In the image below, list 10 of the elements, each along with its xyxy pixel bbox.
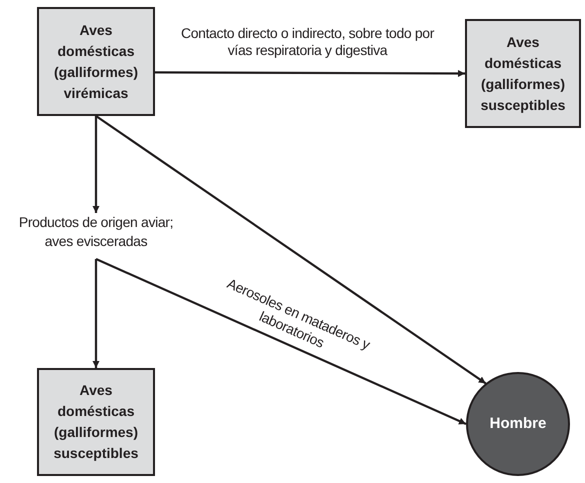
arrow (96, 258, 466, 425)
process-box: Aves domésticas (galliformes) virémicas (37, 7, 155, 116)
arrow (95, 115, 486, 384)
arrow (92, 116, 100, 213)
arrow (92, 259, 100, 368)
process-box: Aves domésticas (galliformes) susceptibles (37, 368, 155, 476)
process-box: Aves domésticas (galliformes) susceptibles (465, 19, 581, 128)
edge-label: Contacto directo o indirecto, sobre todo por vías respiratoria y digestiva (180, 25, 436, 59)
arrow (155, 70, 465, 77)
node-text: Productos de origen aviar; aves evisceradas (4, 213, 188, 259)
